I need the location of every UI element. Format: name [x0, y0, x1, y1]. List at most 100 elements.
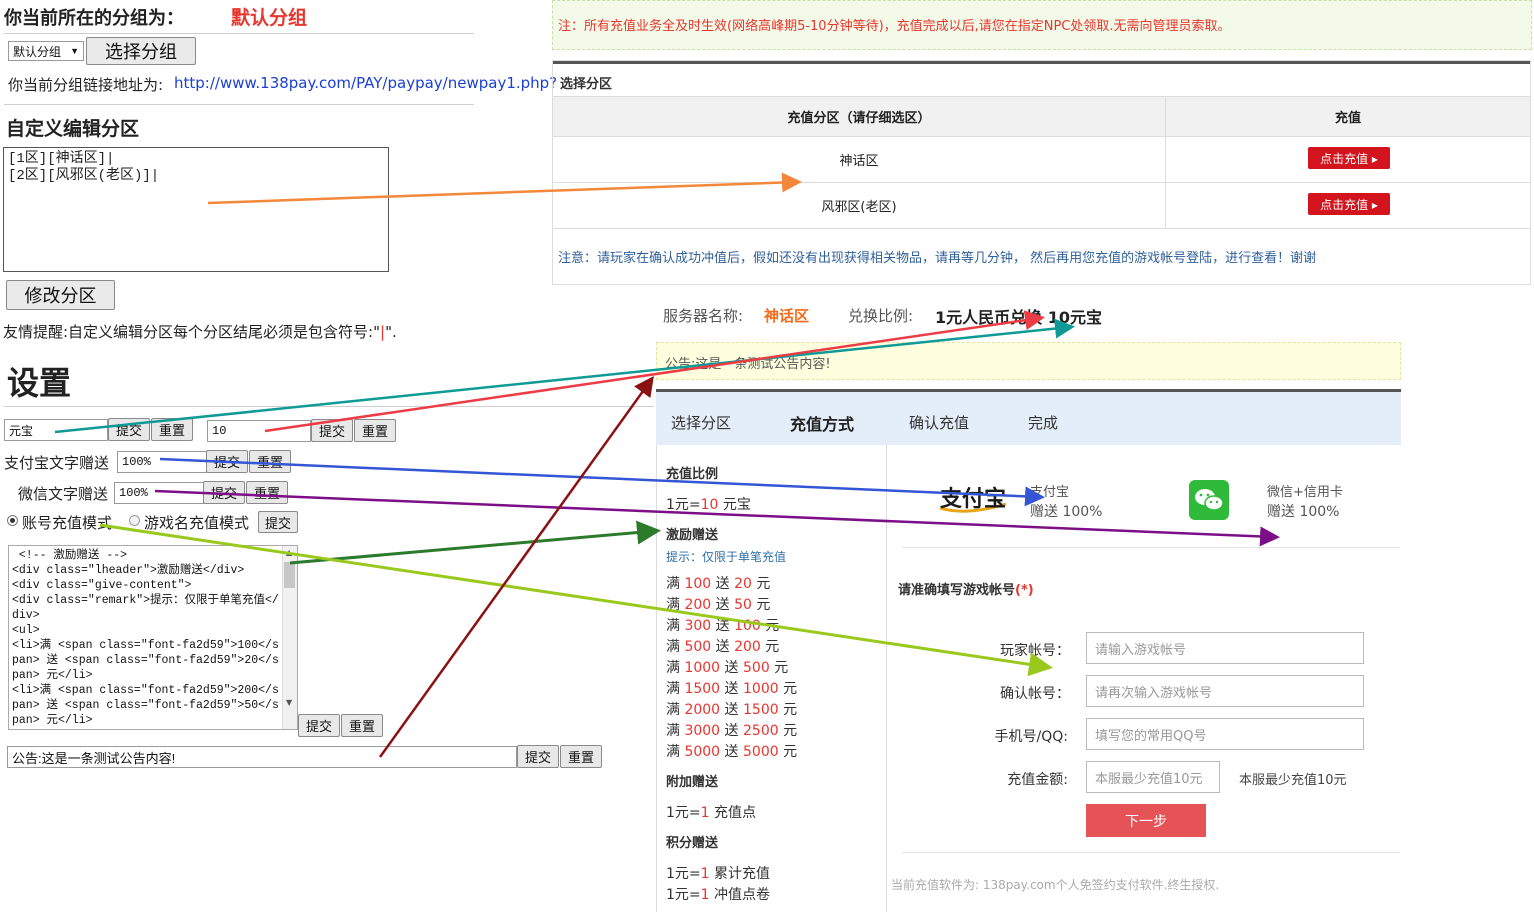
- confirm-account-label: 确认帐号：: [1000, 686, 1070, 702]
- divider: [4, 406, 654, 407]
- scroll-thumb[interactable]: [284, 562, 295, 588]
- currency-input[interactable]: 元宝: [4, 419, 108, 441]
- group-select[interactable]: 默认分组 ▼: [8, 41, 84, 61]
- group-label: 你当前所在的分组为：: [4, 8, 184, 29]
- incentive-tip: 提示：仅限于单笔充值: [666, 550, 787, 564]
- zone-panel-title: 选择分区: [560, 77, 613, 92]
- mode-account-label: 账号充值模式: [22, 514, 113, 532]
- ratio-input[interactable]: 10: [207, 420, 311, 442]
- footer-text: 当前充值软件为: 138pay.com个人免签约支付软件.终生授权.: [891, 878, 1220, 892]
- wechat-submit-button[interactable]: 提交: [203, 481, 245, 504]
- announce-reset-button[interactable]: 重置: [560, 745, 602, 768]
- incentive-rule: 满 500 送 200 元: [666, 639, 780, 655]
- currency-submit-button[interactable]: 提交: [108, 418, 150, 441]
- phone-qq-input[interactable]: 填写您的常用QQ号: [1086, 718, 1364, 750]
- account-input[interactable]: 请输入游戏帐号: [1086, 632, 1364, 664]
- sidebar-right-border: [886, 445, 887, 912]
- settings-title: 设置: [7, 364, 72, 402]
- ratio-label: 兑换比例:: [848, 307, 914, 325]
- custom-zone-title: 自定义编辑分区: [6, 118, 140, 140]
- zone-row-name: 风邪区(老区): [552, 182, 1166, 229]
- wechat-reset-button[interactable]: 重置: [246, 481, 288, 504]
- arrow-alipay: [159, 457, 1045, 507]
- group-link[interactable]: http://www.138pay.com/PAY/paypay/newpay1…: [174, 74, 558, 92]
- wechat-logo-icon[interactable]: [1189, 480, 1229, 520]
- modify-zone-button[interactable]: 修改分区: [6, 280, 115, 310]
- step-confirm: 确认充值: [909, 414, 970, 432]
- points-line: 1元=1 冲值点卷: [666, 887, 771, 903]
- currency-reset-button[interactable]: 重置: [151, 418, 193, 441]
- points-section-title: 积分赠送: [666, 836, 719, 851]
- divider: [902, 852, 1400, 853]
- zone-row-action: [1165, 182, 1531, 229]
- server-name-value: 神话区: [764, 307, 810, 325]
- top-notice-text: 注：所有充值业务全及时生效(网络高峰期5-10分钟等待)，充值完成以后,请您在指…: [558, 19, 1231, 34]
- account-label: 玩家帐号：: [1000, 643, 1070, 659]
- alipay-reset-button[interactable]: 重置: [249, 450, 291, 473]
- zone-row-name: 神话区: [552, 136, 1166, 183]
- confirm-account-input[interactable]: 请再次输入游戏帐号: [1086, 675, 1364, 707]
- zones-textarea[interactable]: [1区][神话区]| [2区][风邪区(老区)]|: [3, 147, 389, 272]
- zone-tip-suffix: ".: [385, 323, 397, 341]
- step-done: 完成: [1028, 414, 1059, 432]
- alipay-input[interactable]: 100%: [117, 451, 207, 473]
- incentive-section-title: 激励赠送: [666, 528, 719, 543]
- form-title: 请准确填写游戏帐号(*): [898, 583, 1034, 598]
- sidebar-left-border: [656, 445, 657, 912]
- ratio-section-title: 充值比例: [666, 467, 719, 482]
- wechat-input[interactable]: 100%: [114, 482, 204, 504]
- top-notice-box: 注：所有充值业务全及时生效(网络高峰期5-10分钟等待)，充值完成以后,请您在指…: [552, 0, 1532, 50]
- link-prefix: 你当前分组链接地址为:: [8, 76, 164, 94]
- wechat-label: 微信文字赠送: [18, 485, 109, 503]
- alipay-logo-text: 支付宝: [940, 486, 1006, 511]
- incentive-rule: 满 5000 送 5000 元: [666, 744, 798, 760]
- extra-line: 1元=1 充值点: [666, 805, 757, 821]
- divider: [4, 33, 474, 34]
- code-submit-button[interactable]: 提交: [298, 714, 340, 737]
- zone-tip-text: 友情提醒:自定义编辑分区每个分区结尾必须是包含符号:": [3, 323, 381, 341]
- wechat-method-bonus: 赠送 100%: [1267, 504, 1340, 520]
- announce-submit-button[interactable]: 提交: [517, 745, 559, 768]
- announce-box: 公告:这是一条测试公告内容!: [656, 342, 1401, 380]
- incentive-code-textarea[interactable]: <!-- 激励赠送 --> <div class="lheader">激励赠送<…: [8, 545, 298, 730]
- arrow-announce: [378, 375, 654, 758]
- amount-label: 充值金额:: [1007, 772, 1068, 788]
- recharge-button[interactable]: 点击充值 ▸: [1308, 193, 1390, 215]
- divider: [4, 104, 474, 105]
- incentive-rule: 满 1000 送 500 元: [666, 660, 789, 676]
- recharge-col-header: 充值: [1165, 96, 1531, 137]
- ratio-reset-button[interactable]: 重置: [354, 419, 396, 442]
- recharge-button[interactable]: 点击充值 ▸: [1308, 147, 1390, 169]
- wechat-method-name: 微信+信用卡: [1267, 485, 1343, 500]
- announce-input[interactable]: 公告:这是一条测试公告内容!: [7, 746, 517, 768]
- radio-dot-icon: [10, 518, 15, 523]
- announce-text: 公告:这是一条测试公告内容!: [665, 357, 831, 372]
- zone-tip: 友情提醒:自定义编辑分区每个分区结尾必须是包含符号:"|".: [3, 321, 397, 342]
- group-value: 默认分组: [231, 7, 308, 29]
- select-group-button[interactable]: 选择分组: [86, 37, 196, 65]
- next-button[interactable]: 下一步: [1086, 804, 1206, 837]
- extra-section-title: 附加赠送: [666, 775, 719, 790]
- server-name-label: 服务器名称:: [663, 307, 744, 325]
- mode-submit-button[interactable]: 提交: [258, 511, 298, 533]
- amount-input[interactable]: 本服最少充值10元: [1086, 761, 1220, 793]
- incentive-rule: 满 1500 送 1000 元: [666, 681, 798, 697]
- alipay-label: 支付宝文字赠送: [4, 454, 110, 472]
- code-reset-button[interactable]: 重置: [341, 714, 383, 737]
- scroll-down-icon: ▼: [286, 698, 293, 707]
- mode-account-radio[interactable]: [7, 515, 18, 526]
- ratio-line: 1元=10 元宝: [666, 497, 751, 513]
- incentive-code-text: <!-- 激励赠送 --> <div class="lheader">激励赠送<…: [12, 549, 279, 727]
- mode-game-label: 游戏名充值模式: [144, 514, 250, 532]
- step-select-zone: 选择分区: [671, 414, 732, 432]
- zone-col-header: 充值分区（请仔细选区）: [552, 96, 1166, 137]
- ratio-submit-button[interactable]: 提交: [311, 419, 353, 442]
- scrollbar[interactable]: ▲ ▼: [282, 546, 297, 729]
- ratio-value: 1元人民币兑换 10元宝: [935, 308, 1102, 327]
- alipay-submit-button[interactable]: 提交: [206, 450, 248, 473]
- arrow-incentive: [289, 520, 661, 565]
- zone-note: 注意：请玩家在确认成功冲值后，假如还没有出现获得相关物品，请再等几分钟， 然后再…: [558, 251, 1317, 266]
- alipay-logo-icon[interactable]: 支付宝: [936, 484, 1014, 516]
- panel-top-bar: [553, 61, 1530, 64]
- mode-game-radio[interactable]: [129, 515, 140, 526]
